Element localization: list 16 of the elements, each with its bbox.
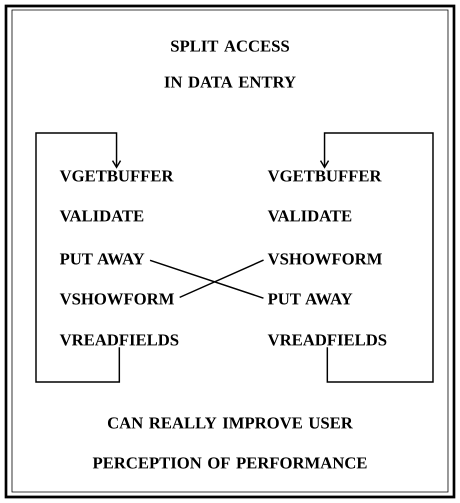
caption: CAN REALLY IMPROVE USER PERCEPTION OF PERFORMANCE: [92, 417, 367, 469]
step-label: VALIDATE: [268, 210, 352, 222]
step-label: VSHOWFORM: [268, 253, 382, 265]
loop-arrow: [320, 132, 434, 383]
step-label: VGETBUFFER: [60, 170, 174, 182]
step-label: VGETBUFFER: [268, 170, 382, 182]
loop-arrow: [35, 132, 122, 383]
step-label: VREADFIELDS: [60, 334, 178, 346]
step-label: PUT AWAY: [60, 253, 144, 265]
cross-line: [179, 259, 264, 298]
step-label: VREADFIELDS: [268, 334, 386, 346]
step-label: PUT AWAY: [268, 293, 352, 305]
title: SPLIT ACCESS IN DATA ENTRY: [164, 40, 296, 88]
step-label: VALIDATE: [60, 210, 144, 222]
cross-line: [150, 260, 264, 299]
step-label: VSHOWFORM: [60, 293, 174, 305]
